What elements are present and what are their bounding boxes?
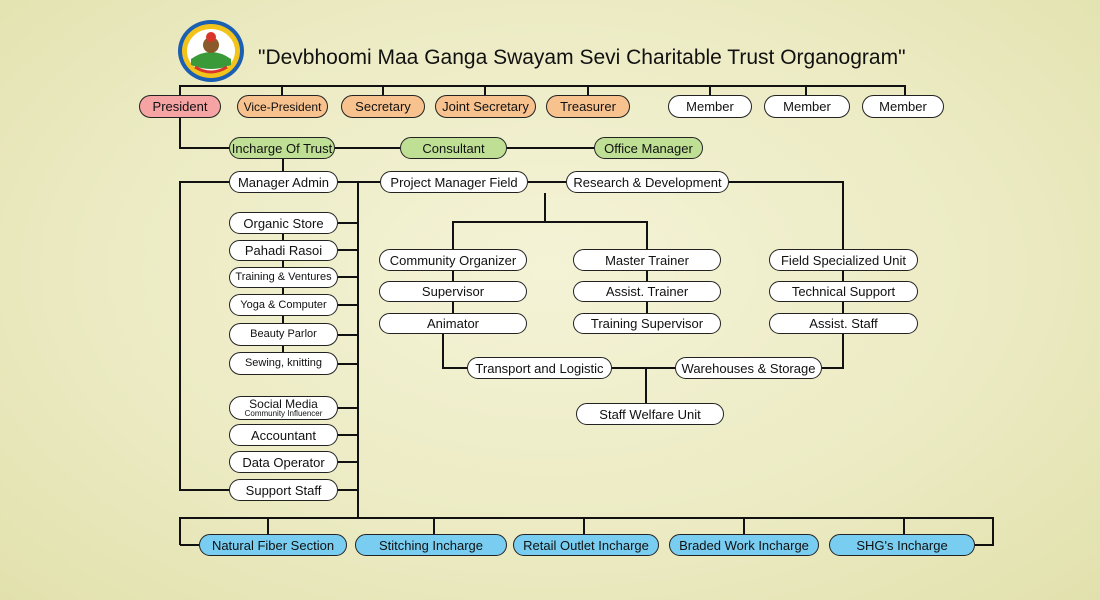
member-node: Member <box>764 95 850 118</box>
president-node: President <box>139 95 221 118</box>
accountant-node: Accountant <box>229 424 338 446</box>
community-organizer-node: Community Organizer <box>379 249 527 271</box>
social-media-title: Social Media <box>249 397 318 411</box>
support-staff-node: Support Staff <box>229 479 338 501</box>
technical-support-node: Technical Support <box>769 281 918 302</box>
pahadi-rasoi-node: Pahadi Rasoi <box>229 240 338 261</box>
office-manager-node: Office Manager <box>594 137 703 159</box>
vice-president-node: Vice-President <box>237 95 328 118</box>
treasurer-node: Treasurer <box>546 95 630 118</box>
social-media-subtitle: Community Influencer <box>244 409 323 418</box>
training-ventures-node: Training & Ventures <box>229 267 338 288</box>
staff-welfare-unit-node: Staff Welfare Unit <box>576 403 724 425</box>
retail-outlet-incharge-node: Retail Outlet Incharge <box>513 534 659 556</box>
braded-work-incharge-node: Braded Work Incharge <box>669 534 819 556</box>
member-node: Member <box>862 95 944 118</box>
trust-logo-icon <box>178 20 244 82</box>
stitching-incharge-node: Stitching Incharge <box>355 534 507 556</box>
field-specialized-unit-node: Field Specialized Unit <box>769 249 918 271</box>
joint-secretary-node: Joint Secretary <box>435 95 536 118</box>
sewing-knitting-node: Sewing, knitting <box>229 352 338 375</box>
consultant-node: Consultant <box>400 137 507 159</box>
data-operator-node: Data Operator <box>229 451 338 473</box>
secretary-node: Secretary <box>341 95 425 118</box>
assist-staff-node: Assist. Staff <box>769 313 918 334</box>
social-media-node: Social Media Community Influencer <box>229 396 338 420</box>
training-supervisor-node: Training Supervisor <box>573 313 721 334</box>
supervisor-node: Supervisor <box>379 281 527 302</box>
member-node: Member <box>668 95 752 118</box>
shgs-incharge-node: SHG's Incharge <box>829 534 975 556</box>
project-manager-field-node: Project Manager Field <box>380 171 528 193</box>
assist-trainer-node: Assist. Trainer <box>573 281 721 302</box>
natural-fiber-section-node: Natural Fiber Section <box>199 534 347 556</box>
chart-title: "Devbhoomi Maa Ganga Swayam Sevi Charita… <box>258 46 906 69</box>
research-development-node: Research & Development <box>566 171 729 193</box>
yoga-computer-node: Yoga & Computer <box>229 294 338 316</box>
beauty-parlor-node: Beauty Parlor <box>229 323 338 346</box>
master-trainer-node: Master Trainer <box>573 249 721 271</box>
organic-store-node: Organic Store <box>229 212 338 234</box>
manager-admin-node: Manager Admin <box>229 171 338 193</box>
incharge-of-trust-node: Incharge Of Trust <box>229 137 335 159</box>
warehouses-storage-node: Warehouses & Storage <box>675 357 822 379</box>
animator-node: Animator <box>379 313 527 334</box>
transport-logistic-node: Transport and Logistic <box>467 357 612 379</box>
